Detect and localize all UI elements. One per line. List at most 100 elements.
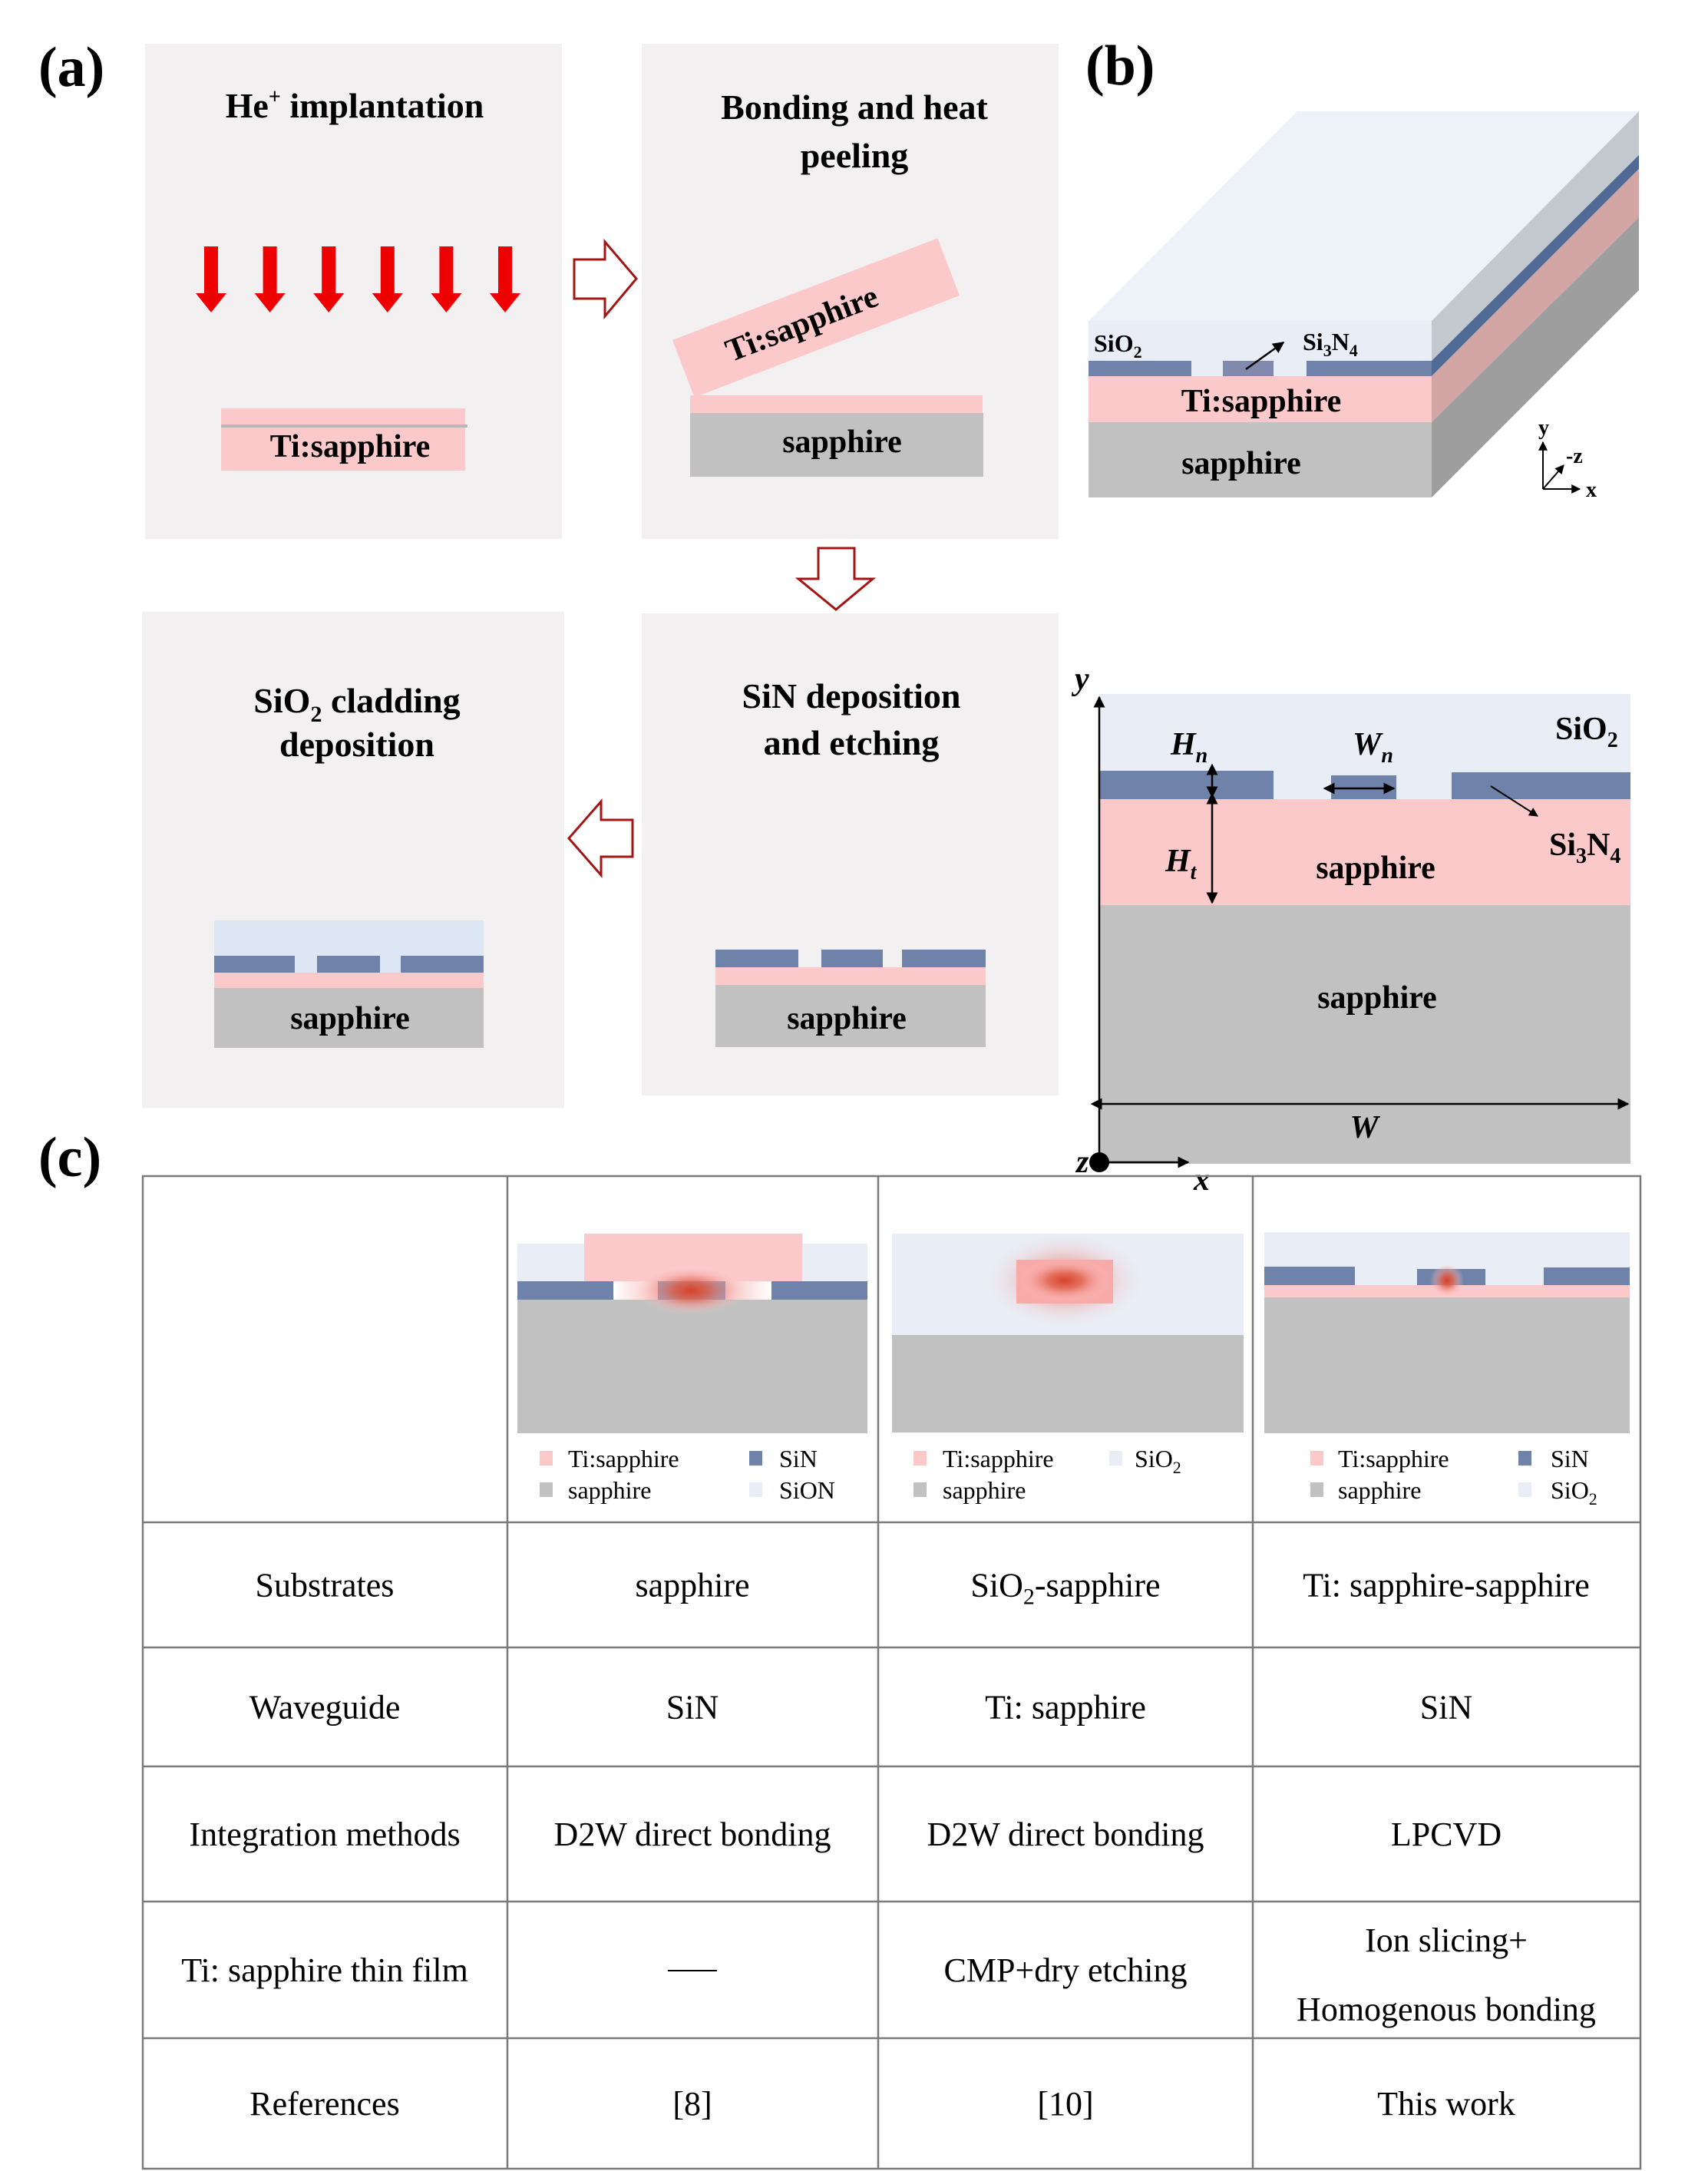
iso-front-gap: [1191, 361, 1223, 376]
legend-swatch: [1310, 1482, 1323, 1497]
cs-substrate-label: sapphire: [1317, 980, 1437, 1016]
cs-y-label: y: [1071, 662, 1089, 697]
cs-w-label: W: [1350, 1110, 1380, 1145]
table-cell: Homogenous bonding: [1297, 1991, 1596, 2028]
table-cell: Ti: sapphire-sapphire: [1303, 1567, 1590, 1604]
legend-label: SiN: [779, 1445, 818, 1472]
flow-arrow-down-icon: [795, 547, 877, 611]
legend-label: SiON: [779, 1476, 835, 1504]
legend-label: SiN: [1551, 1445, 1589, 1472]
cs-sin-core: [1331, 775, 1396, 799]
iso-label-sio2: SiO2: [1094, 329, 1142, 362]
step-sin-deposition: SiN deposition and etching sapphire: [642, 613, 1059, 1095]
iso-axis-triad: y -z x: [1538, 416, 1597, 502]
iso-side-sapphire: [1432, 217, 1639, 497]
sin-strip: [401, 956, 484, 973]
cs-sin-left: [1099, 771, 1274, 799]
iso-top-face: [1089, 111, 1639, 321]
cs-z-axis-dot: [1089, 1152, 1109, 1172]
table-cell: [10]: [1037, 2085, 1093, 2123]
implant-arrow-icon: [490, 246, 520, 312]
tilted-film: [672, 238, 960, 398]
cs-ht-label: Ht: [1165, 844, 1198, 884]
row-header: Waveguide: [249, 1689, 401, 1727]
legend-label: Ti:sapphire: [568, 1445, 679, 1472]
iso-front-gap: [1274, 361, 1307, 376]
legend-swatch: [913, 1451, 927, 1466]
sapphire-substrate: [1264, 1297, 1630, 1433]
table-cell: D2W direct bonding: [927, 1816, 1204, 1853]
step-title-sin-line1: SiN deposition: [742, 676, 960, 715]
axis-z-label: -z: [1566, 444, 1583, 468]
legend-label: sapphire: [568, 1476, 651, 1504]
step-cladding: SiO2 cladding deposition sapphire: [142, 612, 564, 1108]
optical-mode: [637, 1266, 745, 1315]
iso-front-sin-strip: [1089, 361, 1191, 376]
legends: Ti:sapphire SiN sapphire SiON Ti:sapphire SiO…: [540, 1445, 1597, 1508]
sin-layer: [771, 1281, 867, 1300]
step-title-implantation: He+ implantation: [226, 85, 484, 125]
step-title-bonding-line2: peeling: [801, 136, 909, 175]
flow-arrow-left-icon: [567, 798, 634, 878]
implant-arrow-icon: [372, 246, 403, 312]
sin-layer: [517, 1281, 613, 1300]
header-image-this-work: [1264, 1232, 1630, 1433]
step-title-cladding-line2: deposition: [279, 725, 434, 764]
legend-swatch: [540, 1482, 553, 1497]
axis-x-label: x: [1586, 478, 1597, 502]
cs-z-label: z: [1075, 1145, 1089, 1180]
optical-mode: [1430, 1264, 1464, 1297]
legend-swatch: [749, 1482, 762, 1497]
iso-si3n4-pointer: [1245, 341, 1285, 371]
table-border: [141, 1175, 1642, 2170]
table-cell: Ion slicing+: [1365, 1922, 1528, 1959]
implant-arrow-icon: [313, 246, 345, 312]
ti-sapphire-layer: [715, 967, 986, 985]
step-title-bonding-line1: Bonding and heat: [721, 88, 988, 127]
table-cell: D2W direct bonding: [554, 1816, 831, 1853]
step-title-cladding-line1: SiO2 cladding: [253, 681, 460, 727]
table-cell: CMP+dry etching: [944, 1951, 1188, 1989]
legend-swatch: [1518, 1482, 1531, 1497]
header-image-ref8: [517, 1234, 867, 1433]
legend-label: Ti:sapphire: [943, 1445, 1054, 1472]
table-cell: SiN: [666, 1689, 719, 1727]
panel-b-label: (b): [1085, 35, 1155, 97]
legend-label: sapphire: [1338, 1476, 1421, 1504]
table-cell: SiN: [1420, 1689, 1472, 1727]
sapphire-substrate: [715, 985, 986, 1047]
legend-label: SiO2: [1135, 1445, 1181, 1477]
cs-ti-sapphire: [1099, 799, 1630, 905]
isometric-device: SiO2 Si3N4 Ti:sapphire sapphire y -z x: [1089, 111, 1639, 502]
row-header: Ti: sapphire thin film: [181, 1951, 468, 1989]
sin-strip: [715, 950, 798, 967]
implant-arrow-icon: [431, 246, 462, 312]
cs-x-label: x: [1193, 1162, 1210, 1198]
row-header: Integration methods: [189, 1816, 460, 1853]
iso-front-sio2: [1089, 321, 1432, 361]
iso-side-ti: [1432, 169, 1639, 422]
sin-strip: [317, 956, 380, 973]
substrate-label: sapphire: [787, 1001, 907, 1036]
cs-sapphire: [1099, 905, 1630, 1164]
optical-mode: [1016, 1257, 1113, 1304]
legend-label: sapphire: [943, 1476, 1026, 1504]
sapphire-substrate: [517, 1300, 867, 1433]
iso-label-si3n4: Si3N4: [1303, 328, 1358, 360]
legend-swatch: [1109, 1451, 1122, 1466]
cross-section-diagram: y z x Hn Wn Ht W SiO2 Si3N4 sapphire sap…: [1071, 662, 1630, 1198]
iso-front-ti: [1089, 376, 1432, 422]
legend-swatch: [749, 1451, 762, 1466]
implant-arrows: [196, 246, 520, 312]
sapphire-substrate: [892, 1335, 1244, 1432]
cs-wn-label: Wn: [1353, 727, 1393, 768]
ti-sapphire-wafer: [221, 408, 465, 471]
panel-c-label: (c): [38, 1126, 101, 1189]
table-cell: This work: [1377, 2085, 1515, 2123]
row-header: Substrates: [256, 1567, 395, 1604]
cs-sin-right: [1452, 772, 1630, 799]
sapphire-substrate: [690, 413, 983, 477]
iso-side-sio2: [1432, 111, 1639, 361]
